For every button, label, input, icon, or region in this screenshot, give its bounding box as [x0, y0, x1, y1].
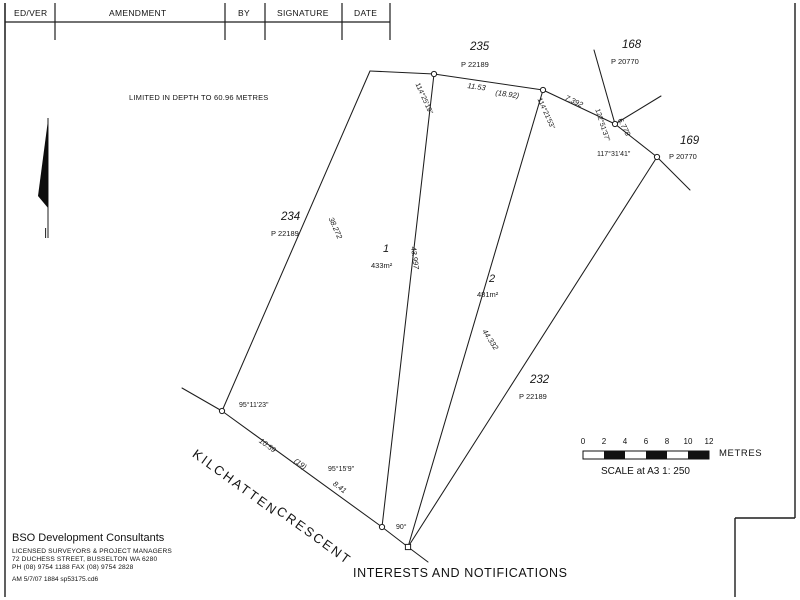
amendment-cell-ed-ver[interactable] — [14, 27, 50, 38]
corner-mark — [378, 523, 386, 531]
survey-corner-marks — [218, 70, 661, 551]
lot-2-number: 2 — [489, 273, 496, 285]
bearing-117-31-41: 117°31'41" — [597, 151, 631, 158]
north-arrow-icon — [38, 118, 49, 238]
corner-mark — [218, 407, 226, 415]
parcel-label-168-plan: P 20770 — [611, 57, 639, 66]
lot-1-number: 1 — [383, 243, 390, 255]
parcel-label-169-plan: P 20770 — [669, 152, 697, 161]
corner-mark — [611, 120, 619, 128]
scale-tick-2: 2 — [601, 437, 607, 446]
bearing-95-11-23: 95°11'23" — [239, 402, 269, 409]
amendment-cell-amendment[interactable] — [63, 27, 218, 38]
scale-tick-0: 0 — [580, 437, 586, 446]
parcel-label-235-number: 235 — [470, 41, 490, 53]
scale-tick-12: 12 — [704, 437, 714, 446]
scale-units-label: METRES — [719, 448, 763, 459]
scale-caption: SCALE at A3 1: 250 — [601, 466, 690, 477]
scale-tick-4: 4 — [622, 437, 628, 446]
parcel-label-235-plan: P 22189 — [461, 60, 489, 69]
amendment-cell-date[interactable] — [348, 27, 386, 38]
boundary-lines — [181, 49, 691, 563]
bearing-95-15-9: 95°15'9" — [328, 466, 355, 473]
amendment-col-by: BY — [238, 8, 250, 18]
bearing-90: 90° — [396, 524, 407, 531]
parcel-label-234-plan: P 22189 — [271, 229, 299, 238]
corner-mark — [539, 86, 547, 94]
lot-2-area: 481m² — [477, 290, 499, 299]
amendment-col-date: DATE — [354, 8, 378, 18]
amendment-col-signature: SIGNATURE — [277, 8, 329, 18]
parcel-label-168-number: 168 — [622, 39, 642, 51]
depth-limit-note: LIMITED IN DEPTH TO 60.96 METRES — [129, 93, 269, 102]
company-contact-line: PH (08) 9754 1188 FAX (08) 9754 2828 — [12, 564, 134, 571]
amendment-cell-signature[interactable] — [271, 27, 336, 38]
parcel-label-232-plan: P 22189 — [519, 392, 547, 401]
scale-tick-10: 10 — [683, 437, 693, 446]
lot-1-area: 433m² — [371, 261, 393, 270]
dimension-43-997: 43.997 — [409, 245, 421, 270]
amendment-col-amendment: AMENDMENT — [109, 8, 167, 18]
scale-bar-graphic — [582, 450, 710, 460]
company-name: BSO Development Consultants — [12, 532, 165, 544]
footer-section-title: INTERESTS AND NOTIFICATIONS — [353, 566, 568, 580]
parcel-label-169-number: 169 — [680, 135, 700, 147]
drawing-reference: AM 5/7/07 1884 sp53175.cd6 — [12, 576, 99, 583]
company-address-line: 72 DUCHESS STREET, BUSSELTON WA 6280 — [12, 556, 158, 563]
scale-tick-8: 8 — [664, 437, 670, 446]
amendment-col-ed-ver: ED/VER — [14, 8, 48, 18]
company-discipline-line: LICENSED SURVEYORS & PROJECT MANAGERS — [12, 548, 172, 555]
parcel-label-234-number: 234 — [281, 211, 301, 223]
parcel-label-232-number: 232 — [530, 374, 550, 386]
corner-mark — [653, 153, 661, 161]
corner-mark — [430, 70, 438, 78]
amendment-table-grid — [4, 3, 391, 40]
corner-mark-square — [404, 543, 412, 551]
sheet-border — [4, 3, 796, 597]
scale-tick-6: 6 — [643, 437, 649, 446]
amendment-cell-by[interactable] — [233, 27, 261, 38]
